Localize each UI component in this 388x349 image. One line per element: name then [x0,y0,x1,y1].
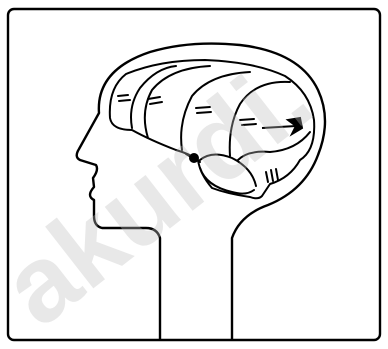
brain-icon [110,60,314,198]
arrow-icon [262,118,302,134]
frame-border [8,9,380,340]
